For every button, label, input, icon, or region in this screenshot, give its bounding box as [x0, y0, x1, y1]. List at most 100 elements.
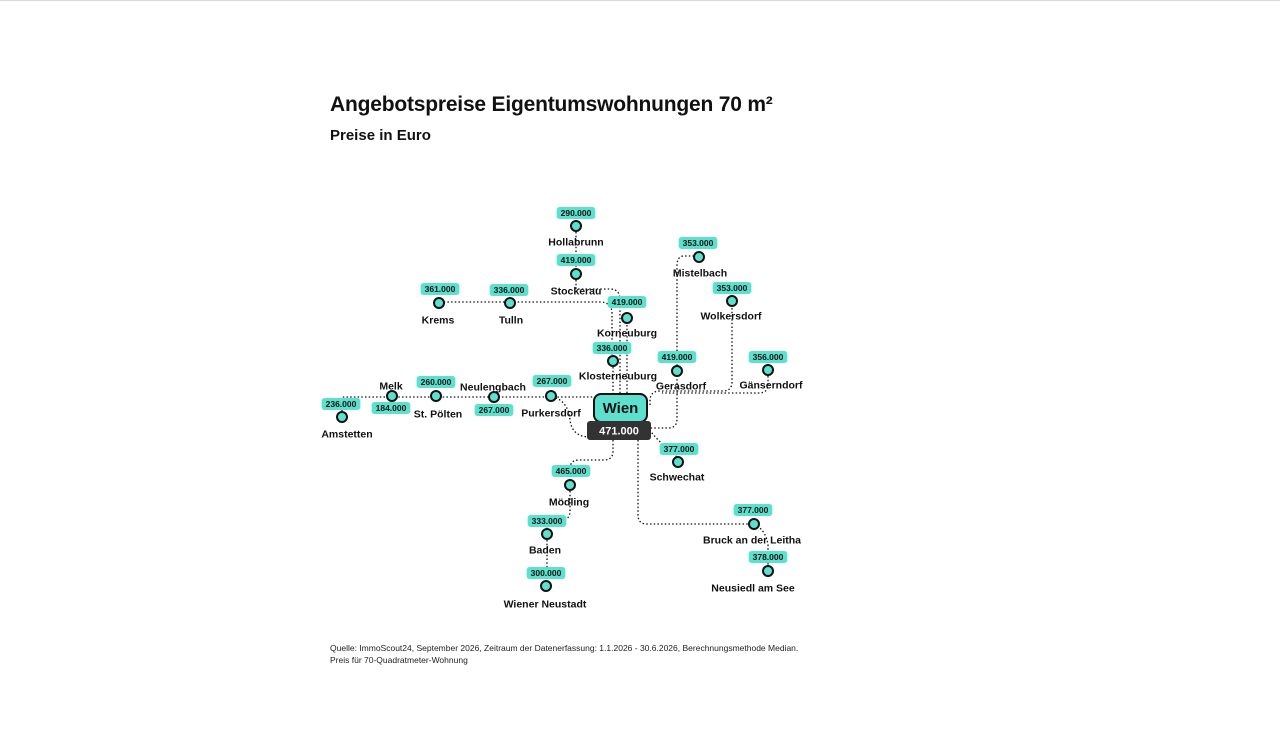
price-badge: 184.000 [371, 402, 411, 414]
price-badge-bg [527, 515, 567, 527]
station-marker [504, 297, 516, 309]
station-label: Hollabrunn [548, 237, 603, 249]
station-label: Krems [422, 315, 455, 327]
station-label: Neusiedl am See [711, 583, 795, 595]
price-badge-text: 260.000 [421, 377, 452, 387]
station-label: Gänserndorf [739, 380, 803, 392]
price-badge-bg [526, 567, 566, 579]
station-label: Korneuburg [597, 328, 657, 340]
price-badge-text: 377.000 [664, 444, 695, 454]
station-label: Baden [529, 545, 561, 557]
price-badge-bg [474, 404, 514, 416]
price-badge: 419.000 [556, 254, 596, 266]
price-badge: 378.000 [748, 551, 788, 563]
line-moedling-hub [569, 440, 614, 478]
price-badge: 356.000 [748, 351, 788, 363]
price-badge-bg [733, 504, 773, 516]
price-badge: 267.000 [474, 404, 514, 416]
price-badge-text: 236.000 [326, 399, 357, 409]
station-label: Gerasdorf [656, 381, 707, 393]
station-label: Purkersdorf [521, 408, 581, 420]
station-label: Bruck an der Leitha [703, 535, 801, 547]
station-label: Stockerau [551, 286, 602, 298]
price-badge: 290.000 [556, 207, 596, 219]
station-label: Neulengbach [460, 382, 526, 394]
source-note: Quelle: ImmoScout24, September 2026, Zei… [330, 643, 799, 665]
hub-label: Wien [603, 400, 639, 417]
price-badge: 267.000 [532, 375, 572, 387]
price-badge: 260.000 [416, 376, 456, 388]
station-marker [693, 251, 705, 263]
station-label: Amstetten [321, 429, 372, 441]
station-marker [488, 391, 500, 403]
price-badge: 336.000 [592, 342, 632, 354]
price-badge-bg [659, 443, 699, 455]
price-badge-bg [416, 376, 456, 388]
price-badge-text: 353.000 [683, 238, 714, 248]
station-marker [672, 456, 684, 468]
station-label: Wolkersdorf [700, 311, 762, 323]
price-badge: 300.000 [526, 567, 566, 579]
price-badge-bg [678, 237, 718, 249]
price-badge-bg [657, 351, 697, 363]
price-badge-text: 300.000 [531, 568, 562, 578]
station-marker [762, 364, 774, 376]
price-badge: 419.000 [607, 296, 647, 308]
station-marker [570, 220, 582, 232]
hub-price-badge: 471.000 [587, 421, 651, 440]
line-gaenserndorf-hub [662, 376, 769, 394]
price-badge-text: 419.000 [561, 255, 592, 265]
station-label: Klosterneuburg [579, 371, 657, 383]
price-badge: 353.000 [678, 237, 718, 249]
price-badge: 353.000 [712, 282, 752, 294]
station-marker [545, 390, 557, 402]
station-label: Mödling [549, 497, 589, 509]
price-badge-text: 465.000 [556, 466, 587, 476]
price-badge-text: 267.000 [537, 376, 568, 386]
price-badge-text: 290.000 [561, 208, 592, 218]
price-badge: 236.000 [321, 398, 361, 410]
price-badge-bg [532, 375, 572, 387]
price-badge-text: 419.000 [612, 297, 643, 307]
price-badge-bg [592, 342, 632, 354]
price-badge-bg [748, 351, 788, 363]
price-badge-bg [712, 282, 752, 294]
price-badge-text: 356.000 [753, 352, 784, 362]
station-marker [748, 518, 760, 530]
chart-subtitle: Preise in Euro [330, 127, 431, 144]
price-badge: 377.000 [733, 504, 773, 516]
station-marker [607, 355, 619, 367]
station-marker [671, 365, 683, 377]
line-mistelbach-hub [650, 255, 694, 429]
price-badge-bg [420, 283, 460, 295]
price-badge-text: 377.000 [738, 505, 769, 515]
top-divider [0, 0, 1280, 1]
hub-price-bg [587, 421, 651, 440]
station-label: Melk [379, 381, 403, 393]
station-marker [386, 390, 398, 402]
station-marker [540, 580, 552, 592]
station-neulengbach: 267.000 Neulengbach [460, 382, 526, 416]
station-label: Wiener Neustadt [504, 599, 587, 611]
station-label: Tulln [499, 315, 523, 327]
station-marker [336, 411, 348, 423]
price-badge-bg [607, 296, 647, 308]
chart-title: Angebotspreise Eigentumswohnungen 70 m² [330, 93, 773, 116]
station-marker [762, 565, 774, 577]
line-wolkersdorf-hub [649, 308, 733, 405]
price-badge-text: 267.000 [479, 405, 510, 415]
price-badge-text: 378.000 [753, 552, 784, 562]
price-badge-bg [551, 465, 591, 477]
